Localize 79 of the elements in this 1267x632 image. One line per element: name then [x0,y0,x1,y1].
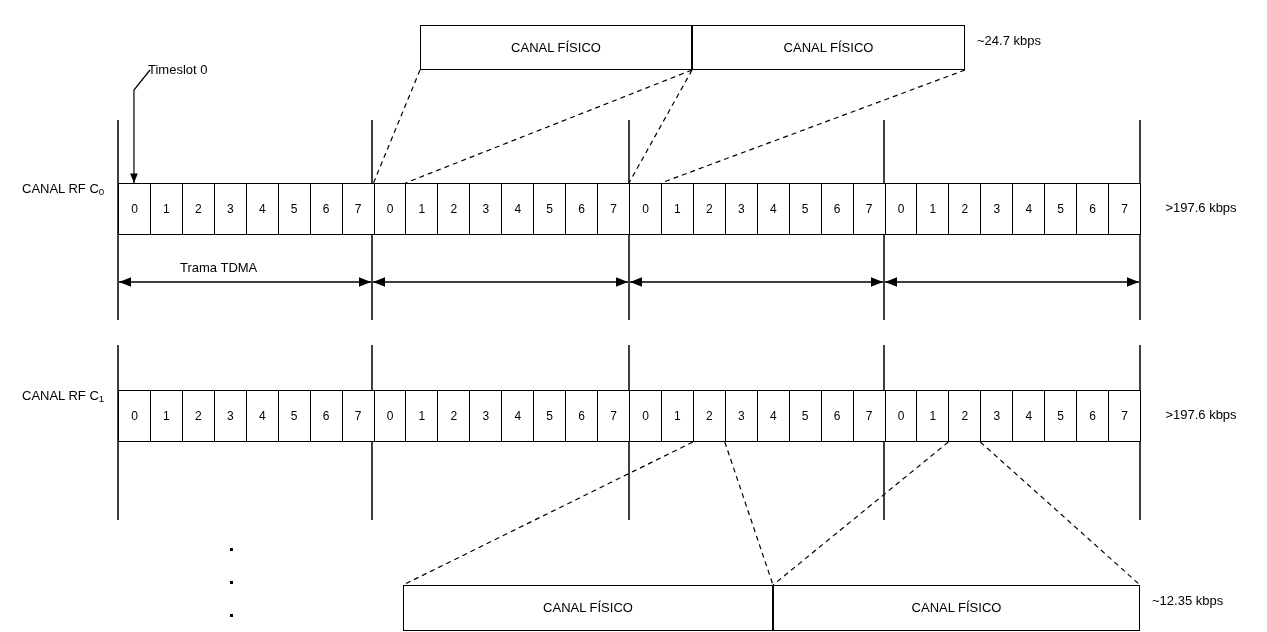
timeslot-cell: 6 [309,390,343,442]
timeslot-cell: 5 [277,390,311,442]
timeslot-cell: 5 [788,390,822,442]
timeslot-cell: 2 [948,183,982,235]
timeslot-cell: 3 [980,390,1014,442]
zoom-line [724,441,774,586]
timeslot-cell: 2 [437,183,471,235]
timeslot-cell: 3 [724,390,758,442]
timeslot-cell: 3 [469,183,503,235]
timeslot-cell: 7 [1108,183,1141,235]
timeslot-cell: 7 [597,183,630,235]
timeslot-cell: 7 [341,183,375,235]
timeslot-cell: 1 [149,390,183,442]
leader-arrow [130,69,151,184]
timeslot-cell: 4 [245,183,279,235]
timeslot-cell: 1 [149,183,183,235]
timeslot-cell: 1 [916,183,950,235]
timeslot-cell: 7 [852,183,886,235]
timeslot-cell: 5 [533,183,567,235]
timeslot-cell: 0 [629,183,662,235]
zoom-line [404,69,693,184]
timeslot-cell: 2 [181,390,215,442]
timeslot-cell: 2 [692,390,726,442]
physical-channel-box: CANAL FÍSICO [773,585,1140,631]
timeslot-cell: 6 [820,390,854,442]
rate-label: >197.6 kbps [1164,406,1238,424]
timeslot-cell: 6 [309,183,343,235]
timeslot-cell: 3 [724,183,758,235]
timeslot-cell: 3 [213,183,247,235]
timeslot-cell: 5 [277,183,311,235]
timeslot-cell: 3 [469,390,503,442]
timeslot-cell: 4 [501,183,535,235]
timeslot-cell: 6 [820,183,854,235]
timeslot-cell: 5 [788,183,822,235]
timeslot-cell: 1 [405,390,439,442]
timeslot-cell: 7 [597,390,630,442]
rate-label: >197.6 kbps [1164,199,1238,217]
timeslot-cell: 1 [916,390,950,442]
timeslot-cell: 1 [405,183,439,235]
timeslot-cell: 4 [1012,390,1046,442]
timeslot-cell: 0 [629,390,662,442]
timeslot-cell: 6 [1076,183,1110,235]
timeslot-cell: 4 [756,183,790,235]
frame-label: Trama TDMA [180,259,259,277]
physical-channel-box: CANAL FÍSICO [420,25,692,70]
timeslot-cell: 7 [852,390,886,442]
physical-channel-box: CANAL FÍSICO [692,25,965,70]
timeslot-cell: 2 [181,183,215,235]
timeslot-cell: 1 [660,183,694,235]
timeslot-cell: 6 [565,183,599,235]
timeslot-cell: 4 [245,390,279,442]
zoom-line [372,69,421,184]
rate-label: ~12.35 kbps [1152,592,1224,610]
timeslot-cell: 6 [1076,390,1110,442]
timeslot-cell: 3 [980,183,1014,235]
timeslot-cell: 4 [1012,183,1046,235]
timeslot-cell: 6 [565,390,599,442]
timeslot-cell: 3 [213,390,247,442]
channel-label: CANAL RF C$_{1}$ [22,387,102,405]
timeslot-cell: 5 [533,390,567,442]
timeslot-cell: 0 [118,390,151,442]
timeslot-label: Timeslot 0 [148,60,238,80]
zoom-line [628,69,693,184]
timeslot-cell: 5 [1044,390,1078,442]
zoom-line [772,441,949,586]
physical-channel-box: CANAL FÍSICO [403,585,773,631]
timeslot-cell: 7 [341,390,375,442]
timeslot-cell: 2 [437,390,471,442]
timeslot-cell: 1 [660,390,694,442]
zoom-line [979,441,1141,586]
timeslot-cell: 7 [1108,390,1141,442]
channel-label: CANAL RF C$_{0}$ [22,180,102,198]
timeslot-cell: 0 [118,183,151,235]
rate-label: ~24.7 kbps [977,32,1041,50]
timeslot-cell: 5 [1044,183,1078,235]
timeslot-cell: 2 [692,183,726,235]
timeslot-cell: 4 [756,390,790,442]
timeslot-cell: 4 [501,390,535,442]
timeslot-cell: 2 [948,390,982,442]
